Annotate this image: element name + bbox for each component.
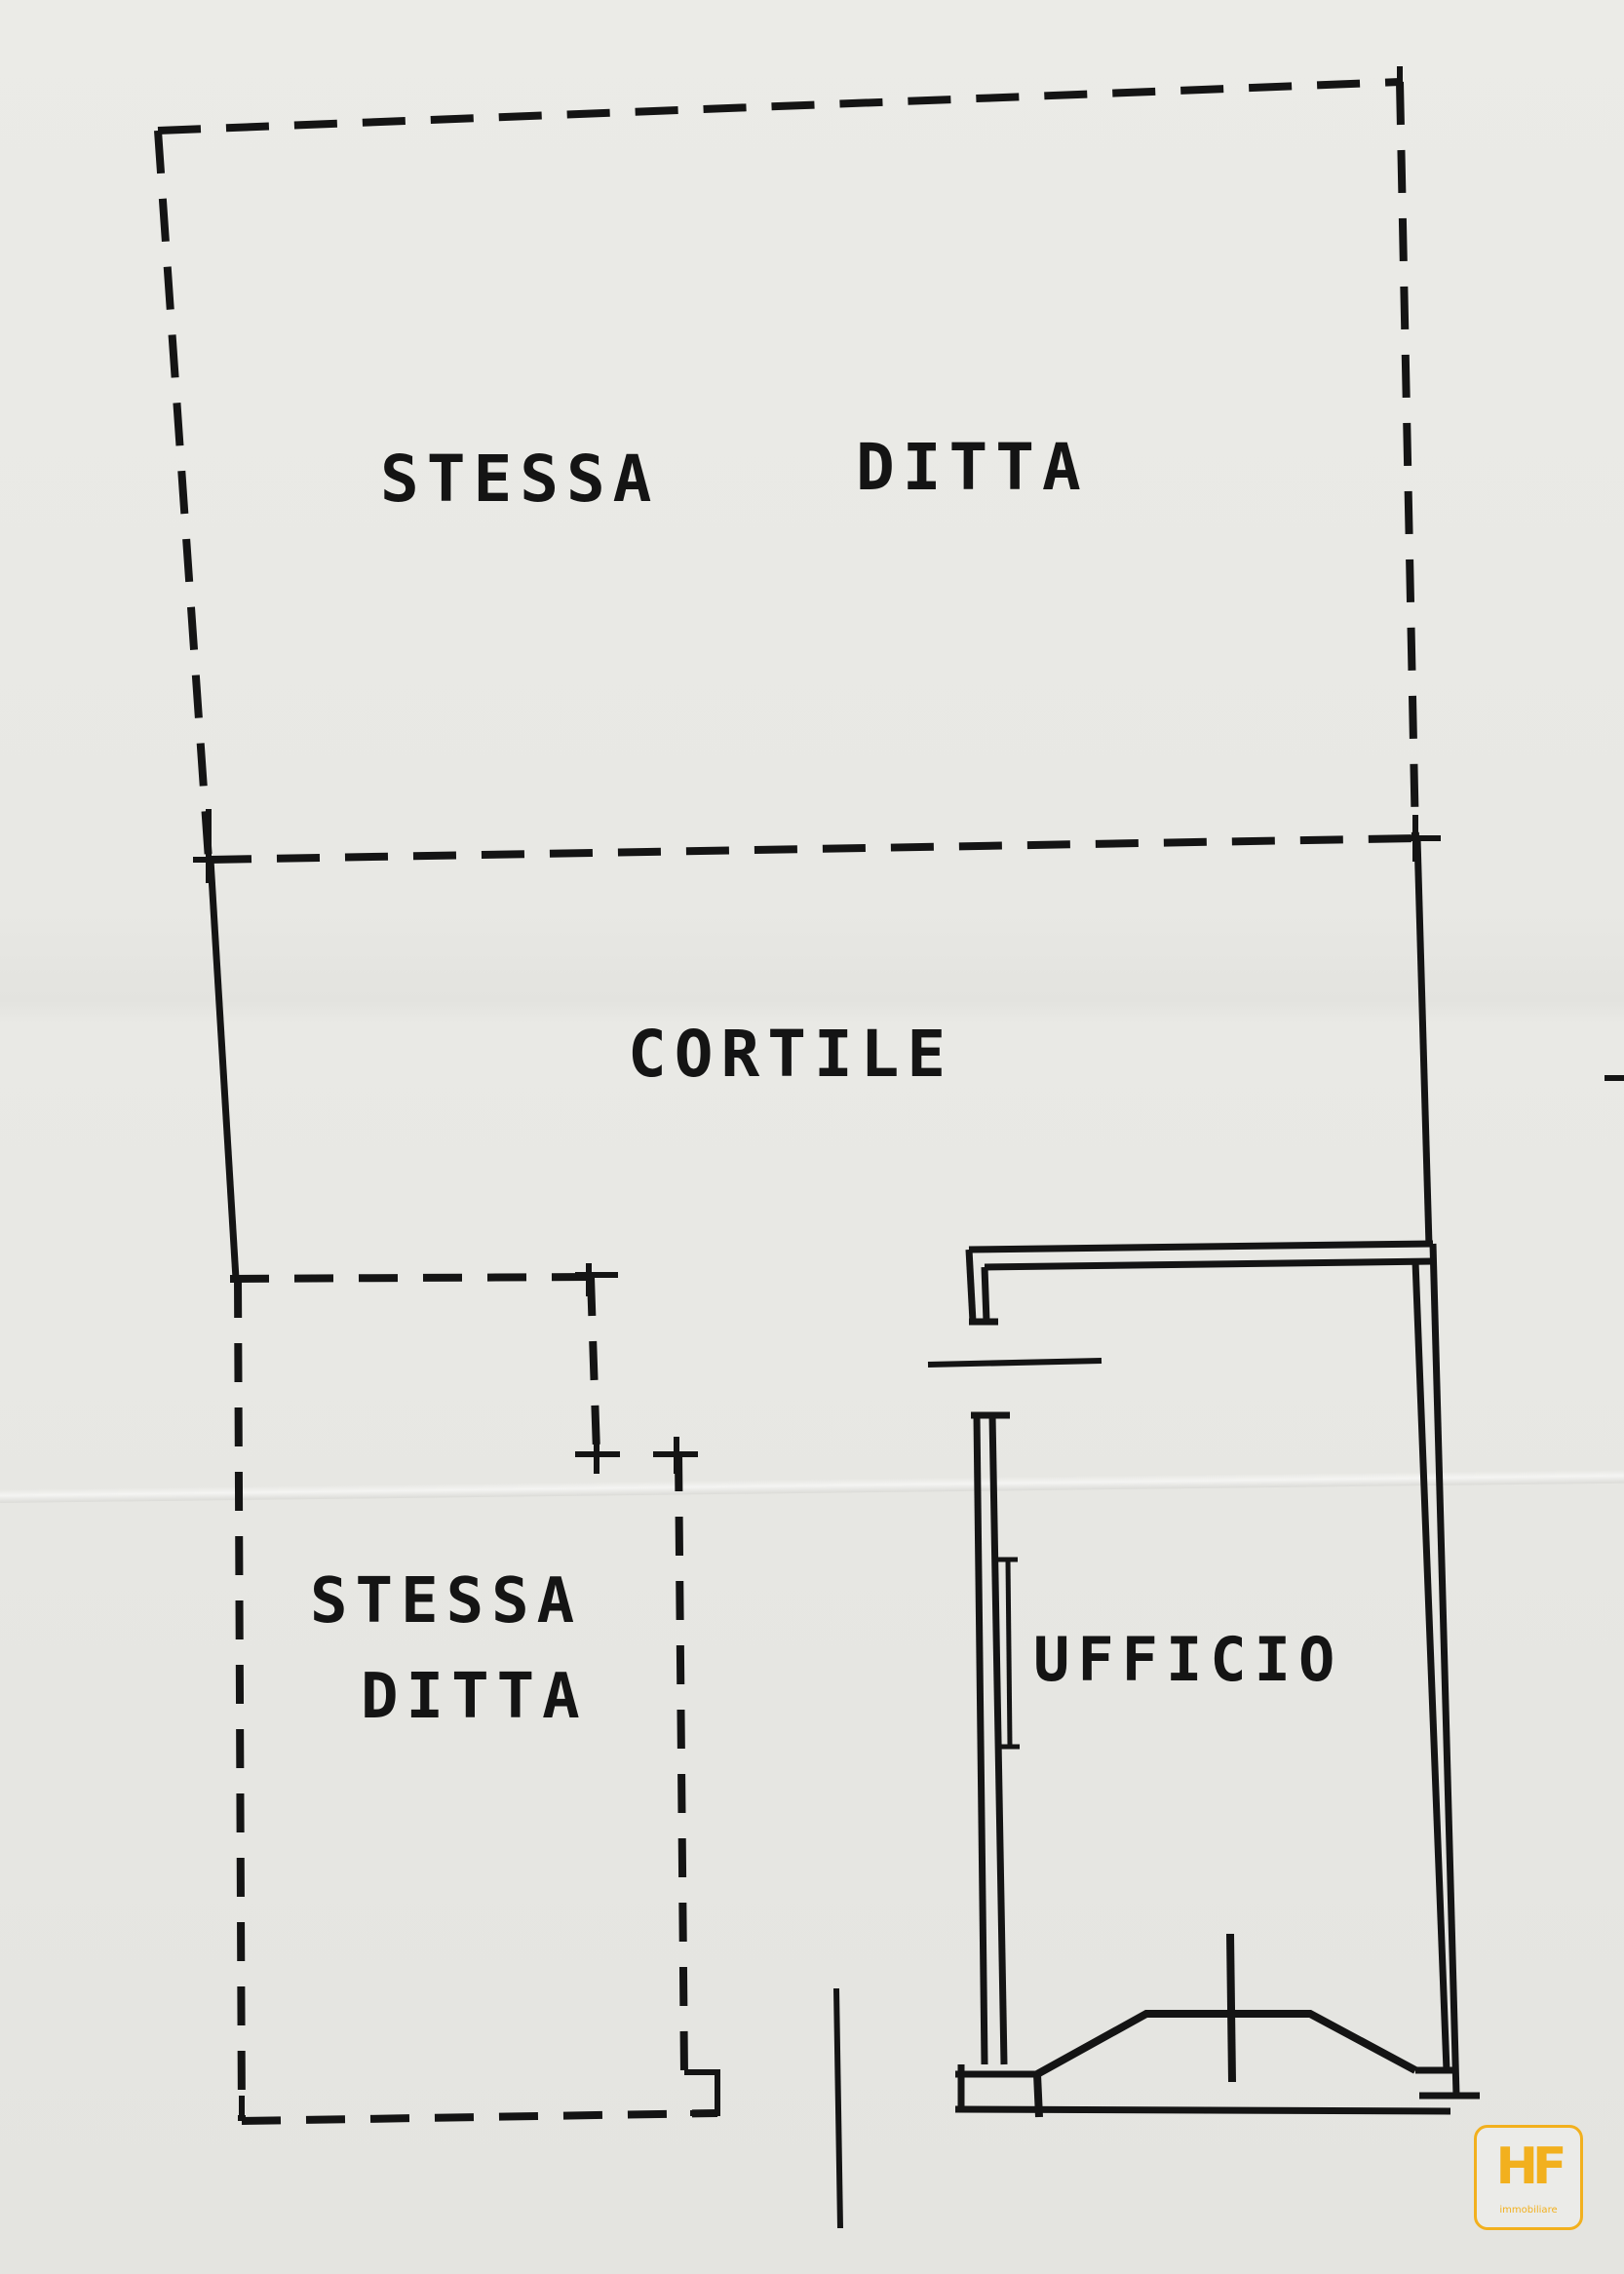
office-window <box>994 1557 1020 1750</box>
office-label: UFFICIO <box>1033 1624 1342 1695</box>
top-area-label-line2: DITTA <box>856 430 1089 505</box>
bottom-left-property-boundary <box>229 1273 718 2125</box>
office-door-marker <box>927 1358 1102 1368</box>
agency-logo: HF immobiliare <box>1474 2125 1583 2230</box>
bottom-left-label-line2: DITTA <box>361 1661 588 1733</box>
top-area-label-line1: STESSA <box>380 442 659 517</box>
office-arch-feature <box>1033 1933 1417 2118</box>
logo-tagline: immobiliare <box>1499 2205 1558 2216</box>
courtyard-label: CORTILE <box>628 1017 953 1092</box>
separator-line <box>833 1987 843 2229</box>
courtyard-walls <box>207 837 1433 1280</box>
logo-letters: HF <box>1495 2138 1566 2196</box>
top-property-boundary <box>154 78 1419 864</box>
bottom-left-label-line1: STESSA <box>310 1565 582 1638</box>
boundary-crosses <box>230 1263 720 2121</box>
